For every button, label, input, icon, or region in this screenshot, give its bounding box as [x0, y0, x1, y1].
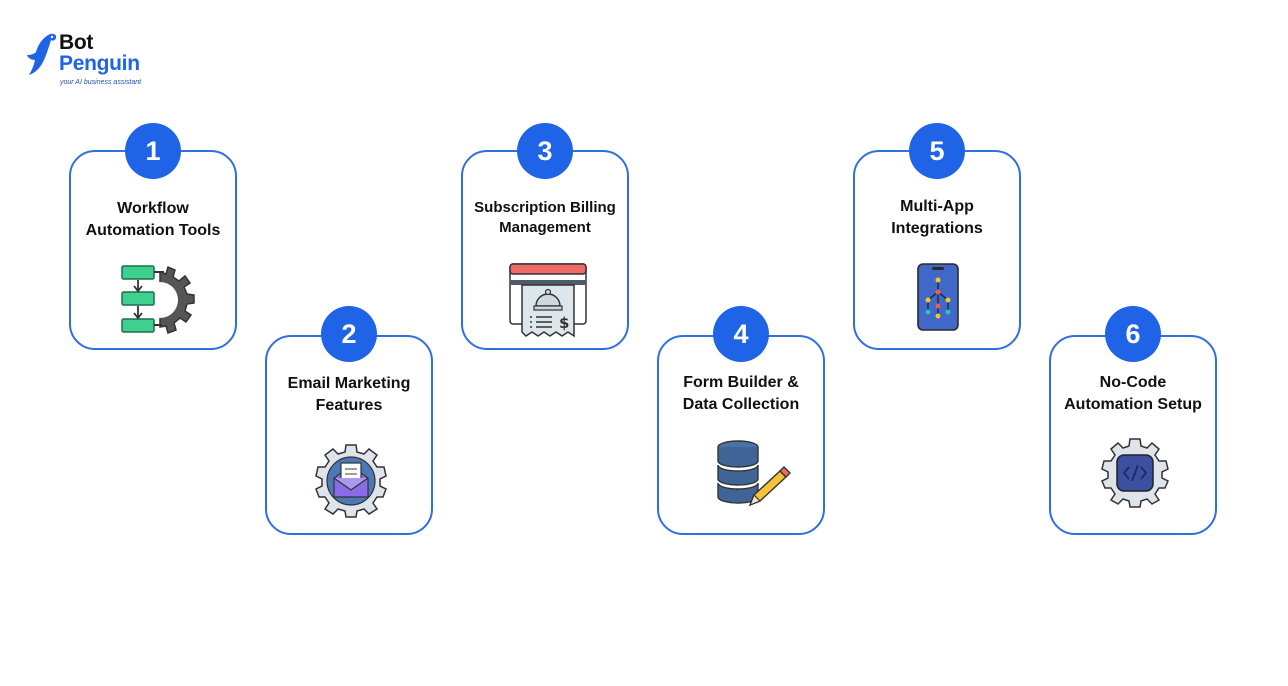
workflow-gear-icon: [121, 265, 195, 334]
step-title-6-line1: No-Code: [1099, 374, 1167, 391]
step-number-badge-5: 5: [909, 123, 965, 179]
step-title-1-line2: Automation Tools: [85, 222, 221, 239]
email-gear-icon: [315, 444, 387, 518]
brand-name-bot: Bot: [59, 31, 94, 54]
step-number-badge-3: 3: [517, 123, 573, 179]
step-card-3: Subscription Billing Management $: [461, 150, 629, 350]
step-number-badge-1: 1: [125, 123, 181, 179]
step-title-1: Workflow Automation Tools: [77, 198, 229, 242]
step-card-6: No-Code Automation Setup: [1049, 335, 1217, 535]
brand-name-penguin: Penguin: [59, 52, 140, 75]
penguin-logo-icon: [27, 33, 57, 75]
svg-text:$: $: [559, 314, 569, 332]
step-title-4-line1: Form Builder &: [683, 374, 799, 391]
step-card-4: Form Builder & Data Collection: [657, 335, 825, 535]
step-number-badge-6: 6: [1105, 306, 1161, 362]
step-title-2-line2: Features: [315, 397, 383, 414]
phone-network-icon: [917, 263, 959, 331]
step-title-5: Multi-App Integrations: [861, 196, 1013, 240]
step-title-3-line1: Subscription Billing: [474, 199, 616, 216]
step-title-6: No-Code Automation Setup: [1057, 372, 1209, 416]
step-number-badge-2: 2: [321, 306, 377, 362]
step-title-6-line2: Automation Setup: [1064, 396, 1202, 413]
step-title-5-line2: Integrations: [891, 220, 983, 237]
step-title-1-line1: Workflow: [117, 200, 189, 217]
step-title-2: Email Marketing Features: [273, 373, 425, 417]
database-pencil-icon: [717, 440, 791, 507]
code-gear-icon: [1101, 438, 1169, 508]
step-card-1: Workflow Automation Tools: [69, 150, 237, 350]
step-title-5-line1: Multi-App: [900, 198, 974, 215]
step-title-3-line2: Management: [499, 219, 591, 236]
step-card-2: Email Marketing Features: [265, 335, 433, 535]
step-title-3: Subscription Billing Management: [469, 198, 621, 238]
step-title-4: Form Builder & Data Collection: [665, 372, 817, 416]
step-title-4-line2: Data Collection: [682, 396, 800, 413]
brand-tagline: your AI business assistant: [60, 79, 142, 86]
billing-receipt-icon: $: [509, 263, 587, 338]
brand-logo: Bot Penguin your AI business assistant: [26, 30, 166, 92]
step-number-badge-4: 4: [713, 306, 769, 362]
step-title-2-line1: Email Marketing: [287, 375, 411, 392]
step-card-5: Multi-App Integrations: [853, 150, 1021, 350]
